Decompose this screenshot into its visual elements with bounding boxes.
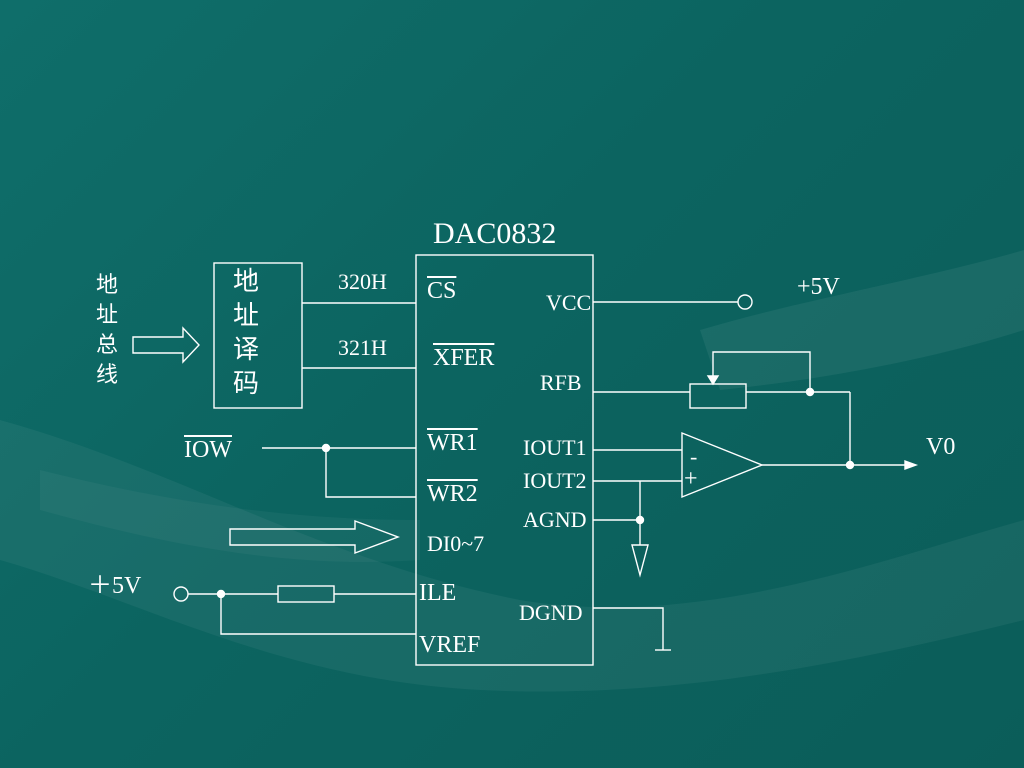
decoder-char: 译 — [232, 335, 259, 365]
decoder-char: 地 — [232, 267, 259, 297]
iow-label: IOW — [184, 437, 232, 463]
pin-iout2: IOUT2 — [523, 468, 587, 493]
analog-ground-symbol — [631, 544, 649, 578]
pin-xfer: XFER — [433, 345, 495, 371]
ile-supply-label: ＋5V — [88, 573, 142, 599]
decoder-char: 址 — [232, 301, 259, 331]
wire-dgnd — [593, 607, 664, 650]
pin-ile: ILE — [419, 580, 457, 606]
address-bus-char: 地 — [95, 273, 118, 298]
address-bus-char: 线 — [95, 363, 118, 388]
pin-wr2: WR2 — [427, 481, 478, 507]
pin-agnd: AGND — [523, 507, 587, 532]
data-bus-arrow — [229, 519, 401, 555]
output-label: V0 — [926, 434, 956, 460]
junction-5v — [216, 589, 226, 599]
address-bus-char: 总 — [95, 333, 118, 358]
chip-title: DAC0832 — [433, 217, 557, 250]
decoder-char: 码 — [232, 369, 259, 399]
pin-wr1: WR1 — [427, 430, 478, 456]
address-321h: 321H — [338, 335, 387, 360]
address-bus-label: 地 址 总 线 — [94, 271, 120, 391]
pin-vref: VREF — [419, 632, 481, 658]
terminal-5v-right — [737, 294, 753, 310]
pin-dgnd: DGND — [519, 600, 583, 625]
address-bus-char: 址 — [95, 303, 118, 328]
pin-cs: CS — [427, 278, 457, 304]
address-bus-arrow — [132, 326, 200, 364]
pin-rfb: RFB — [540, 370, 582, 395]
feedback-potentiometer — [689, 383, 747, 409]
resistor-ile — [277, 585, 335, 603]
output-arrow — [904, 460, 919, 470]
junction-output — [845, 460, 855, 470]
decoder-label: 地 址 译 码 — [231, 265, 261, 401]
junction-iow — [321, 443, 331, 453]
pin-di: DI0~7 — [427, 531, 485, 556]
address-decoder-box — [213, 262, 303, 409]
pin-iout1: IOUT1 — [523, 435, 587, 460]
wire-vref — [220, 594, 416, 635]
opamp-triangle — [681, 431, 764, 499]
wire-iow-wr2 — [325, 448, 416, 498]
address-320h: 320H — [338, 269, 387, 294]
dac-chip-body — [415, 254, 594, 666]
opamp-plus: + — [684, 466, 698, 492]
vcc-supply-label: +5V — [797, 274, 840, 300]
terminal-5v-left — [173, 586, 189, 602]
opamp-minus: - — [690, 444, 698, 469]
pin-vcc: VCC — [546, 290, 592, 315]
